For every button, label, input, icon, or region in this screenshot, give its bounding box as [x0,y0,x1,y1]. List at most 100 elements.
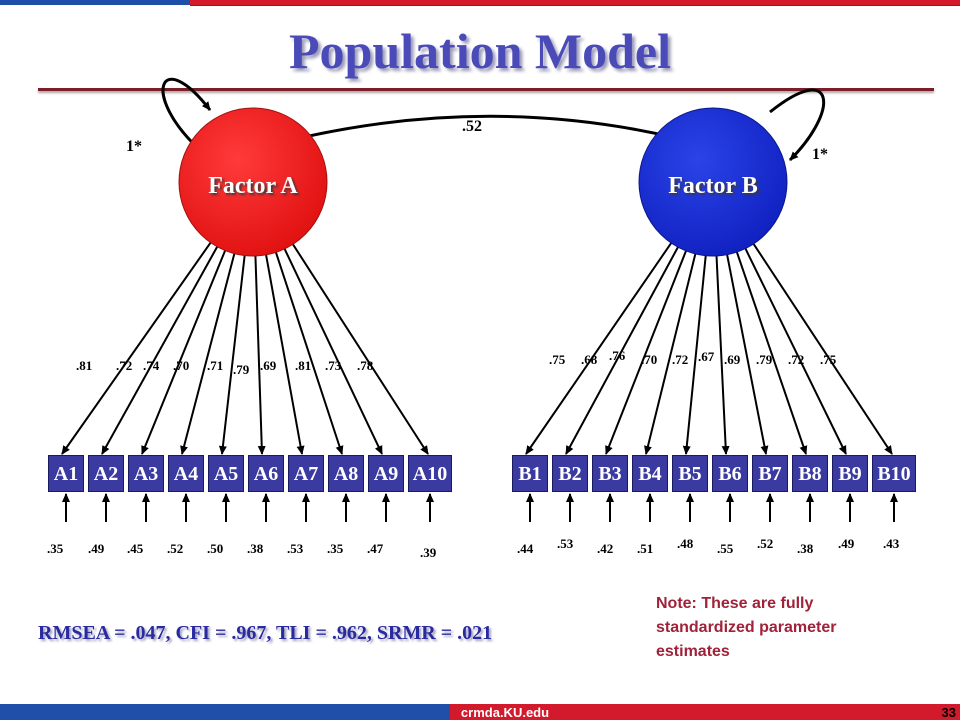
residual-label-b5: .48 [677,536,694,551]
residual-label-b7: .52 [757,536,774,551]
residual-label-a6: .38 [247,541,264,556]
factor-b-variance-label: 1* [812,146,828,163]
indicator-a4: A4 [168,455,204,492]
indicator-a5: A5 [208,455,244,492]
bottom-bar-red [560,704,960,720]
loading-arrow-b2 [565,245,680,455]
residual-label-b10: .43 [883,536,900,551]
residual-label-b1: .44 [517,541,534,556]
loading-label-a2: .72 [116,358,133,373]
loading-label-a1: .81 [76,358,93,373]
loading-label-a6: .79 [233,362,250,377]
bottom-bar-blue [0,704,450,720]
loading-arrow-a5 [218,253,246,455]
residual-label-b2: .53 [557,536,574,551]
residual-label-b6: .55 [717,541,734,556]
indicator-a10: A10 [408,455,452,492]
factor-a-variance-label: 1* [126,138,142,155]
loading-arrow-a9 [283,247,383,455]
factor-a-variance-loop [161,77,212,152]
residual-label-a3: .45 [127,541,144,556]
indicator-a1: A1 [48,455,84,492]
residual-label-a5: .50 [207,541,224,556]
loading-arrow-a8 [274,250,344,455]
loading-arrow-a10 [291,242,429,455]
residual-label-a9: .47 [367,541,384,556]
loading-label-a4: .70 [173,358,190,373]
fit-indices: RMSEA = .047, CFI = .967, TLI = .962, SR… [38,622,493,644]
residual-label-b3: .42 [597,541,614,556]
loading-label-b10: .75 [820,352,837,367]
loading-arrow-b8 [735,250,808,455]
loading-label-a10: .78 [357,358,374,373]
indicator-a8: A8 [328,455,364,492]
loading-label-b5: .72 [672,352,689,367]
indicator-a6: A6 [248,455,284,492]
factor-correlation-label: .52 [462,118,482,135]
loading-arrow-b10 [751,242,893,455]
residual-label-a7: .53 [287,541,304,556]
loading-label-b7: .69 [724,352,741,367]
indicator-b1: B1 [512,455,548,492]
factor-b-label: Factor B [668,173,758,199]
note-text: Note: These are fully standardized param… [656,595,837,660]
loading-label-b8: .79 [756,352,773,367]
loading-arrow-a4 [180,251,236,455]
factor-correlation-arrow [293,114,673,142]
indicator-b9: B9 [832,455,868,492]
indicator-b2: B2 [552,455,588,492]
indicator-b7: B7 [752,455,788,492]
indicator-a9: A9 [368,455,404,492]
indicator-a3: A3 [128,455,164,492]
indicator-a2: A2 [88,455,124,492]
residual-label-a1: .35 [47,541,64,556]
slide-title: Population Model [289,23,671,79]
top-accent-bar-red [190,0,960,5]
loading-label-a3: .74 [143,358,160,373]
loading-arrow-a3 [141,248,227,455]
loading-arrow-a1 [61,240,213,455]
loading-label-b2: .68 [581,352,598,367]
top-accent-bar-blue [0,0,190,5]
residual-label-a2: .49 [88,541,105,556]
loading-label-b4: .70 [641,352,658,367]
indicator-a7: A7 [288,455,324,492]
loading-label-a5: .71 [207,358,224,373]
indicator-b5: B5 [672,455,708,492]
loading-arrow-b9 [743,246,847,455]
factor-b-node [638,107,788,257]
loading-arrow-a6 [254,254,266,455]
footer-url: crmda.KU.edu [460,705,550,720]
factor-a-node [178,107,328,257]
page-number: 33 [941,705,956,720]
factor-a-label: Factor A [208,173,298,199]
loading-arrow-a7 [264,253,305,455]
loading-label-a8: .81 [295,358,312,373]
loading-label-b6: .67 [698,349,715,364]
loading-arrow-b5 [682,254,707,455]
loading-arrow-b4 [644,252,697,455]
indicator-b10: B10 [872,455,916,492]
loading-arrow-b7 [725,252,769,455]
factor-b-variance-loop [769,88,826,162]
top-accent-line [190,5,960,6]
loading-label-b9: .72 [788,352,805,367]
loading-label-b1: .75 [549,352,566,367]
loading-label-a7: .69 [260,358,277,373]
loading-label-b3: .76 [609,348,626,363]
residual-label-b8: .38 [797,541,814,556]
residual-label-a8: .35 [327,541,344,556]
loading-arrow-b6 [715,254,730,455]
residual-label-a4: .52 [167,541,184,556]
indicator-b4: B4 [632,455,668,492]
bottom-bar-mid [450,704,560,720]
title-rule [38,88,934,91]
indicator-b3: B3 [592,455,628,492]
indicator-b6: B6 [712,455,748,492]
residual-label-b9: .49 [838,536,855,551]
residual-label-b4: .51 [637,541,654,556]
loading-arrow-a2 [101,244,219,455]
loading-label-a9: .73 [325,358,342,373]
loading-arrow-b3 [605,249,688,455]
